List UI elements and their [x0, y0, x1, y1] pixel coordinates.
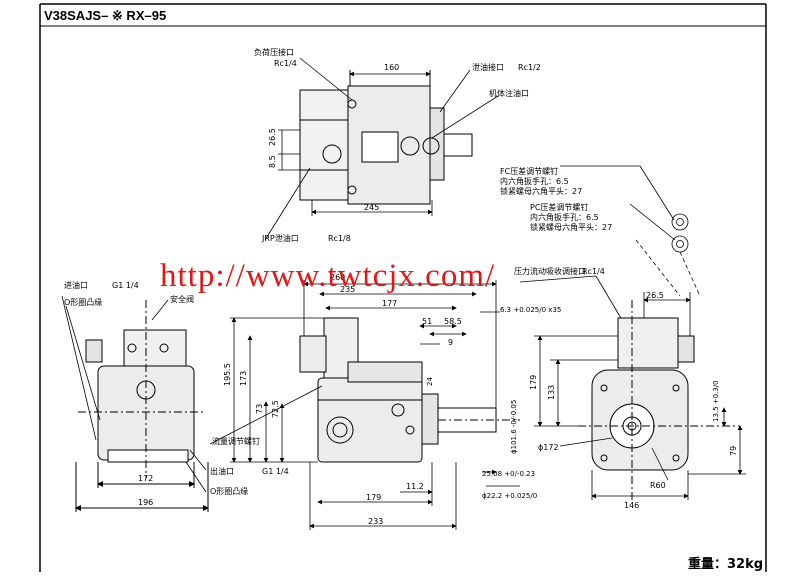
dim-58-5: 58.5 — [444, 317, 462, 326]
top-view-dimensions — [264, 57, 499, 241]
dim-shaft-diameter: ϕ101.6 -0/-0.05 — [510, 400, 518, 454]
label-outlet: 出油口 — [210, 466, 234, 476]
fc-screw-nut: 锁紧螺母六角平头：27 — [500, 186, 582, 196]
dim-right-179: 179 — [529, 375, 538, 390]
label-safety-valve: 安全阀 — [170, 294, 194, 304]
dim-51: 51 — [422, 317, 432, 326]
front-view — [299, 317, 520, 463]
dim-8-5: 8.5 — [268, 155, 277, 168]
label-pressure-thread: Rc1/4 — [582, 267, 605, 276]
label-drain-port-thread: Rc1/2 — [518, 63, 541, 72]
dim-right-r60: R60 — [650, 481, 666, 490]
dim-196: 196 — [138, 498, 153, 507]
label-o-ring-bottom: O形圈凸缘 — [210, 486, 248, 496]
dim-right-26-5: 26.5 — [646, 291, 664, 300]
dim-right-172: ϕ172 — [538, 443, 559, 452]
label-drain-port: 泄油接口 — [472, 62, 504, 72]
weight-label: 重量：32kg — [688, 557, 764, 572]
dim-173: 173 — [239, 371, 248, 386]
label-load-port-thread: Rc1/4 — [274, 59, 297, 68]
pc-screw-nut: 锁紧螺母六角平头：27 — [530, 222, 612, 232]
fc-screw-title: FC压差调节螺钉 — [500, 166, 558, 176]
dim-233: 233 — [368, 517, 383, 526]
top-view — [299, 70, 473, 205]
label-flow-screw: 流量调节螺钉 — [212, 436, 260, 446]
dim-72-5: 72.5 — [271, 400, 280, 418]
label-jrp-drain: JRP泄油口 — [261, 233, 299, 243]
label-jrp-thread: Rc1/8 — [328, 234, 351, 243]
label-fill-port: 机体注油口 — [489, 88, 529, 98]
pc-screw-title: PC压差调节螺钉 — [530, 202, 588, 212]
dim-right-79: 79 — [729, 446, 738, 456]
dim-245: 245 — [364, 203, 379, 212]
label-inlet-thread: G1 1/4 — [112, 281, 139, 290]
dim-260: 260 — [330, 273, 345, 282]
dim-26-5: 26.5 — [268, 128, 277, 146]
right-view — [578, 300, 740, 500]
left-view — [61, 295, 209, 512]
dim-right-13-5: 13.5 +0.3/0 — [712, 380, 720, 422]
dim-right-133: 133 — [547, 385, 556, 400]
dim-235: 235 — [340, 285, 355, 294]
dim-key: 6.3 +0.025/0 x35 — [500, 306, 561, 314]
label-outlet-thread: G1 1/4 — [262, 467, 289, 476]
dim-shaft-22: ϕ22.2 +0.025/0 — [482, 492, 537, 500]
dim-179: 179 — [366, 493, 381, 502]
dim-172: 172 — [138, 474, 153, 483]
pc-screw-hex: 内六角扳手孔：6.5 — [530, 212, 599, 222]
label-load-port: 负荷压接口 — [254, 47, 294, 57]
label-o-ring-top: O形圈凸缘 — [64, 297, 102, 307]
dim-73: 73 — [255, 404, 264, 414]
label-pressure-port: 压力流动吸收调接口 — [514, 266, 586, 276]
dim-24: 24 — [426, 377, 434, 386]
dim-160: 160 — [384, 63, 399, 72]
dim-177: 177 — [382, 299, 397, 308]
sheet-frame — [39, 3, 767, 572]
dim-key-depth: 25.08 +0/-0.23 — [482, 470, 535, 478]
dim-9: 9 — [448, 338, 453, 347]
watermark-url: http://www.twtcjx.com/ — [160, 258, 496, 294]
label-inlet: 进油口 — [64, 280, 88, 290]
model-title: V38SAJS– ※ RX–95 — [44, 8, 167, 23]
dim-right-146: 146 — [624, 501, 639, 510]
dim-11-2: 11.2 — [406, 482, 424, 491]
fc-screw-hex: 内六角扳手孔：6.5 — [500, 176, 569, 186]
right-view-dimensions — [534, 292, 746, 500]
dim-195-5: 195.5 — [223, 363, 232, 386]
adjust-screw-detail — [560, 165, 701, 297]
